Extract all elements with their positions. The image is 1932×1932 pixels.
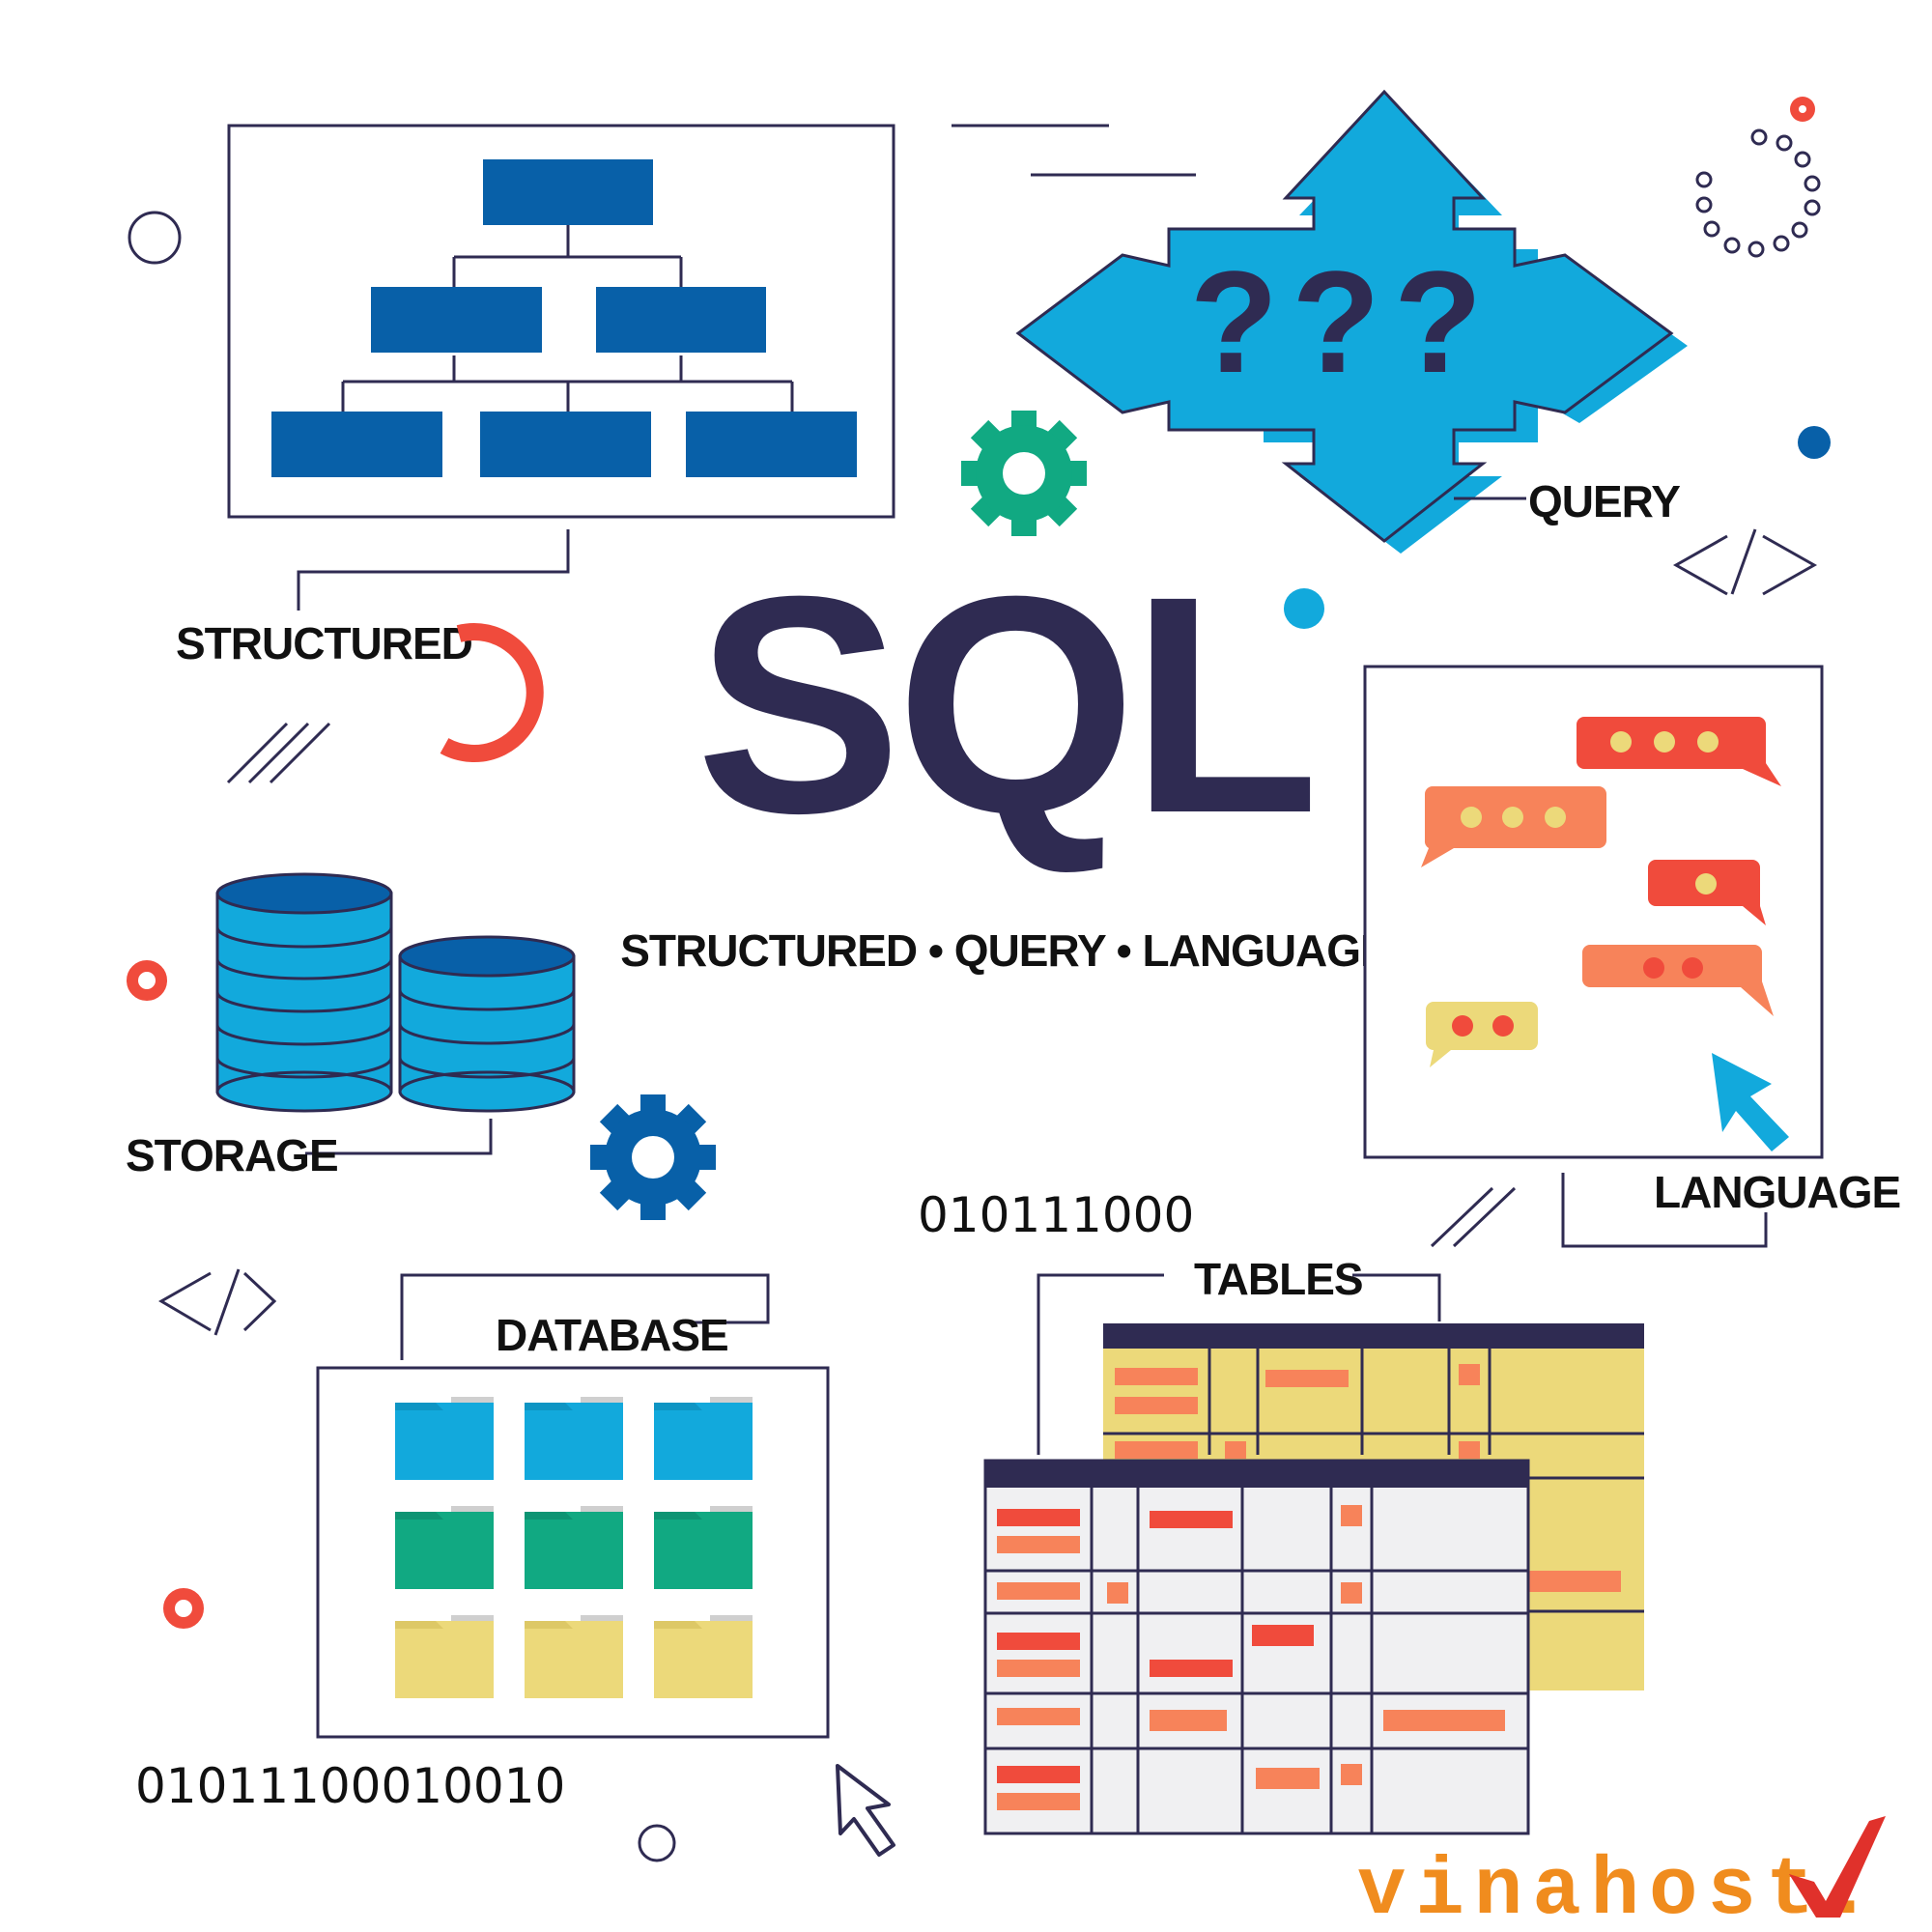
org-chart-icon [271, 159, 857, 477]
database-icon [215, 872, 576, 1113]
subtitle: STRUCTURED • QUERY • LANGUAGE [620, 925, 1388, 976]
ring-decoration [128, 211, 182, 265]
dot-decoration [1799, 105, 1806, 113]
label-query: QUERY [1528, 476, 1680, 526]
dot-decoration [1284, 588, 1324, 629]
dotted-circle-decoration [1695, 128, 1821, 258]
structured-panel: STRUCTURED [176, 124, 895, 668]
cursor-icon [836, 1764, 895, 1857]
binary-long: 01011100010010 [135, 1758, 565, 1814]
dot-decoration [1798, 426, 1831, 459]
cursor-icon [1712, 1053, 1789, 1151]
hatch-decoration [226, 722, 331, 784]
binary-short: 010111000 [918, 1187, 1194, 1243]
label-database: DATABASE [496, 1310, 728, 1360]
label-storage: STORAGE [126, 1130, 338, 1180]
query-marks: ??? [1190, 241, 1496, 403]
arc-decoration [440, 623, 544, 762]
table-icon [983, 1323, 1644, 1835]
arrows-icon: ??? [1015, 89, 1688, 554]
folder-icon [395, 1397, 753, 1698]
label-language: LANGUAGE [1654, 1167, 1900, 1217]
code-tag-icon [1672, 528, 1818, 596]
gear-icon [590, 1094, 716, 1220]
chat-bubble-icon [1421, 717, 1781, 1067]
line-decoration [952, 124, 1196, 177]
hatch-decoration [1430, 1186, 1517, 1248]
page-title: SQL [696, 531, 1314, 877]
language-panel: LANGUAGE [1363, 665, 1901, 1248]
brand-logo: vinahost. [1357, 1816, 1886, 1932]
gear-icon [961, 411, 1087, 536]
label-structured: STRUCTURED [176, 618, 472, 668]
checkmark-icon [1789, 1816, 1886, 1918]
database-panel [316, 1366, 830, 1739]
brand-name: vinahost. [1357, 1846, 1883, 1932]
ring-dot-decoration [127, 960, 204, 1629]
ring-decoration [638, 1824, 676, 1862]
code-tag-icon [158, 1268, 277, 1336]
label-tables: TABLES [1194, 1254, 1363, 1304]
